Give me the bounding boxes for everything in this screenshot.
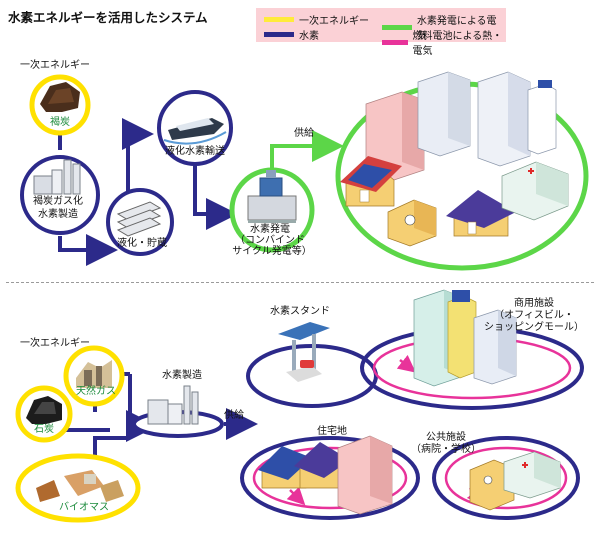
- h2-production-node: [132, 385, 224, 438]
- residential-cluster: [258, 435, 393, 515]
- section-divider: [6, 282, 594, 283]
- legend-label: 一次エネルギー: [299, 16, 369, 27]
- station-label: 水素スタンド: [270, 306, 330, 317]
- legend-item-primary-energy: 一次エネルギー: [264, 12, 369, 27]
- commercial-label-line1: 商用施設: [514, 298, 554, 309]
- natural-gas-node: [63, 345, 125, 407]
- h2-production-label: 水素製造: [162, 370, 202, 381]
- diagram-title: 水素エネルギーを活用したシステム: [8, 10, 208, 25]
- commercial-label-line3: ショッピングモール）: [484, 322, 584, 333]
- biomass-node: [15, 453, 141, 523]
- lignite-label: 褐炭: [50, 117, 70, 128]
- legend-label: 水素: [299, 31, 319, 42]
- top-primary-energy-label: 一次エネルギー: [20, 60, 90, 71]
- top-city-house: [446, 190, 516, 237]
- legend-swatch-navy: [264, 32, 294, 37]
- top-supply-arrow: [270, 130, 344, 178]
- public-facilities: [469, 451, 561, 511]
- legend-swatch-yellow: [264, 17, 294, 22]
- bottom-supply-label: 供給: [224, 410, 244, 421]
- residential-label: 住宅地: [317, 426, 347, 437]
- top-city-building: [417, 71, 471, 157]
- legend-label: 水素発電による電気: [416, 16, 497, 42]
- legend-box: 一次エネルギー 水素発電による電気 水素 燃料電池による熱・電気: [256, 8, 506, 57]
- coal-label: 石炭: [34, 424, 54, 435]
- top-city-hospital: [501, 161, 569, 221]
- lignite-node: [29, 74, 91, 136]
- bottom-primary-energy-label: 一次エネルギー: [20, 338, 90, 349]
- h2-station: [278, 322, 330, 382]
- commercial-label-line2: （オフィスビル・: [494, 310, 574, 321]
- power-label-line2: （コンバインド: [235, 235, 305, 246]
- transport-label: 液化水素輸送: [165, 146, 225, 157]
- power-label-line3: サイクル発電等）: [232, 246, 312, 257]
- legend-item-hydrogen: 水素: [264, 27, 319, 42]
- public-label-line2: （病院・学校）: [411, 444, 481, 455]
- power-plant-node: [229, 167, 315, 253]
- top-city-house: [340, 156, 402, 207]
- storage-label: 液化・貯蔵: [117, 238, 167, 249]
- biomass-label: バイオマス: [59, 502, 109, 513]
- top-hydrogen-flow: [58, 118, 238, 266]
- gasification-node: [20, 155, 100, 235]
- gasification-label-line2: 水素製造: [38, 209, 78, 220]
- storage-node: [106, 188, 174, 256]
- power-label-line1: 水素発電: [250, 224, 290, 235]
- gasification-label-line1: 褐炭ガス化: [33, 196, 83, 207]
- legend-swatch-green: [382, 24, 412, 30]
- commercial-towers: [413, 289, 517, 387]
- top-supply-label: 供給: [294, 128, 314, 139]
- top-city-school: [387, 199, 437, 247]
- top-city-building: [477, 71, 557, 167]
- transport-node: [157, 90, 233, 166]
- top-city-circle: [335, 71, 589, 271]
- legend-swatch-pink: [382, 39, 408, 45]
- natural-gas-label: 天然ガス: [76, 386, 116, 397]
- public-label-line1: 公共施設: [426, 432, 466, 443]
- legend-item-hydrogen-power: 水素発電による電気: [382, 12, 506, 42]
- legend-item-fuel-cell: 燃料電池による熱・電気: [382, 27, 506, 57]
- coal-node: [15, 385, 73, 443]
- legend-label: 燃料電池による熱・電気: [412, 31, 503, 57]
